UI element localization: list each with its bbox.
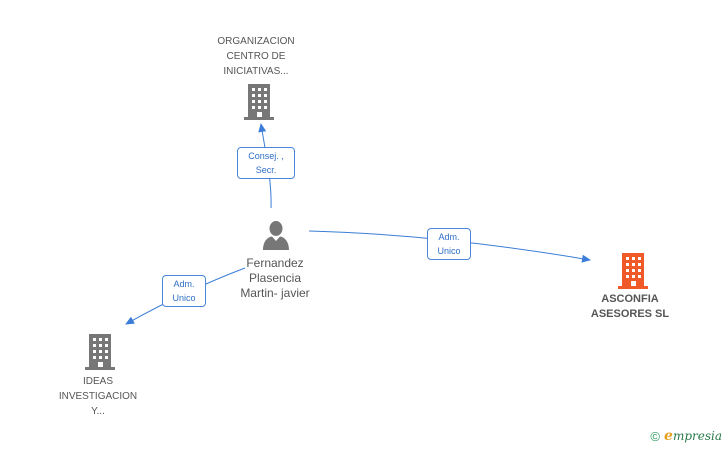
building-icon[interactable] — [617, 253, 649, 289]
person-icon[interactable] — [261, 220, 291, 250]
focus-company-label-line-2: ASESORES SL — [590, 308, 670, 320]
person-label[interactable]: Fernandez Plasencia Martin- javier — [215, 256, 335, 301]
brand-name: mpresia — [672, 429, 722, 443]
edge-label-line-2: Unico — [437, 246, 461, 256]
bottom-company-label[interactable]: IDEAS INVESTIGACION Y... — [38, 374, 158, 419]
copyright-icon: © — [650, 428, 661, 444]
edge-label-line-1: Consej. , — [248, 151, 284, 161]
brand-initial: e — [664, 428, 673, 444]
edge-label-adm-unico-bottom[interactable]: Adm. Unico — [162, 275, 206, 307]
top-company-label-line-3: INICIATIVAS... — [223, 66, 289, 77]
edge-label-line-2: Secr. — [255, 165, 277, 175]
edge-label-consej-secr[interactable]: Consej. , Secr. — [237, 147, 295, 179]
top-company-label-line-2: CENTRO DE — [226, 51, 286, 62]
bottom-company-label-line-2: INVESTIGACION — [58, 391, 138, 402]
edge-label-line-2: Unico — [172, 293, 196, 303]
person-label-line-3: Martin- javier — [240, 286, 310, 300]
bottom-company-label-line-3: Y... — [91, 406, 105, 417]
building-icon[interactable] — [84, 334, 116, 370]
footer-brand[interactable]: © empresia — [650, 428, 722, 444]
person-label-line-2: Plasencia — [248, 271, 302, 285]
building-icon[interactable] — [243, 84, 275, 120]
brand-logo: empresia — [664, 428, 722, 444]
focus-company-label-line-1: ASCONFIA — [601, 293, 659, 305]
top-company-label[interactable]: ORGANIZACION CENTRO DE INICIATIVAS... — [196, 34, 316, 79]
edge-label-line-1: Adm. — [438, 232, 460, 242]
focus-company-label[interactable]: ASCONFIA ASESORES SL — [570, 292, 690, 322]
bottom-company-label-line-1: IDEAS — [82, 376, 113, 387]
edge-label-adm-unico-focus[interactable]: Adm. Unico — [427, 228, 471, 260]
top-company-label-line-1: ORGANIZACION — [217, 36, 295, 47]
edge-label-line-1: Adm. — [173, 279, 195, 289]
person-label-line-1: Fernandez — [246, 256, 304, 270]
